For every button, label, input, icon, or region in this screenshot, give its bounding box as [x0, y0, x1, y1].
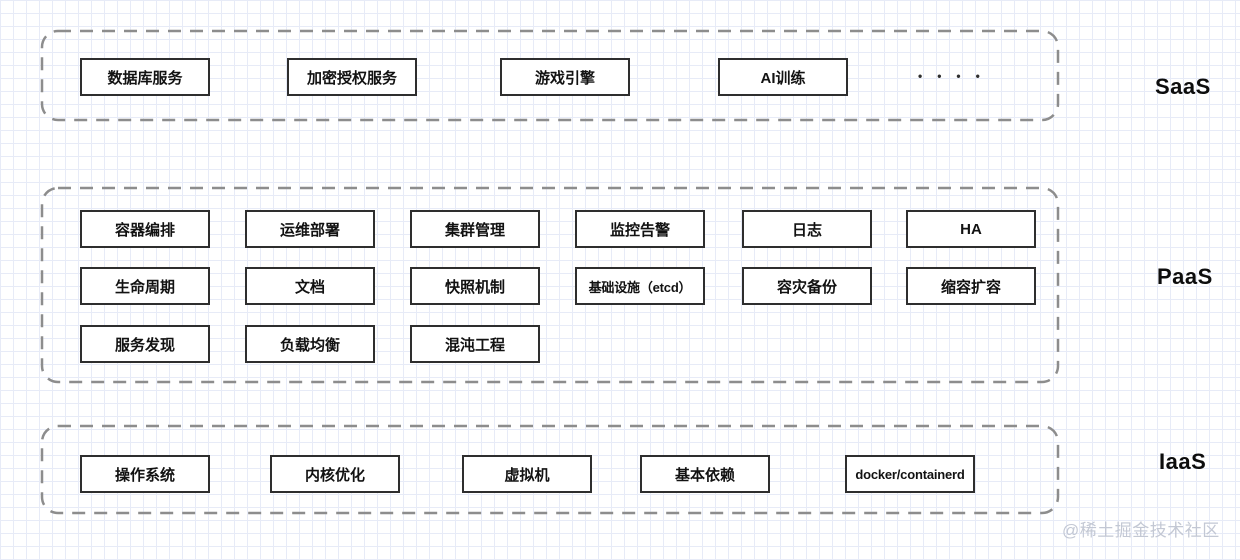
ellipsis-dots: •••• [918, 69, 995, 83]
node-box: 日志 [742, 210, 872, 248]
paas-dashed-border [40, 186, 1060, 384]
node-box: 生命周期 [80, 267, 210, 305]
node-box: 文档 [245, 267, 375, 305]
node-box: 集群管理 [410, 210, 540, 248]
node-box: 游戏引擎 [500, 58, 630, 96]
node-box: 服务发现 [80, 325, 210, 363]
node-box: 容器编排 [80, 210, 210, 248]
watermark-text: @稀土掘金技术社区 [1062, 521, 1220, 540]
node-box: HA [906, 210, 1036, 248]
node-box: AI训练 [718, 58, 848, 96]
node-box: 基本依赖 [640, 455, 770, 493]
node-box: 快照机制 [410, 267, 540, 305]
paas-layer-container: 容器编排 运维部署 集群管理 监控告警 日志 HA 生命周期 文档 快照机制 基… [40, 186, 1060, 384]
layer-label-iaas: IaaS [1159, 449, 1207, 474]
node-box: 内核优化 [270, 455, 400, 493]
node-box: 容灾备份 [742, 267, 872, 305]
node-box: docker/containerd [845, 455, 975, 493]
node-box: 监控告警 [575, 210, 705, 248]
iaas-layer-container: 操作系统 内核优化 虚拟机 基本依赖 docker/containerd [40, 424, 1060, 515]
node-box: 加密授权服务 [287, 58, 417, 96]
node-box: 负载均衡 [245, 325, 375, 363]
saas-dashed-border [40, 29, 1060, 122]
node-box: 运维部署 [245, 210, 375, 248]
node-box: 虚拟机 [462, 455, 592, 493]
iaas-dashed-border [40, 424, 1060, 515]
node-box: 数据库服务 [80, 58, 210, 96]
node-box: 操作系统 [80, 455, 210, 493]
node-box: 混沌工程 [410, 325, 540, 363]
saas-layer-container: 数据库服务 加密授权服务 游戏引擎 AI训练 •••• [40, 29, 1060, 122]
layer-label-paas: PaaS [1157, 264, 1213, 289]
node-box: 缩容扩容 [906, 267, 1036, 305]
layer-label-saas: SaaS [1155, 74, 1211, 99]
node-box: 基础设施（etcd） [575, 267, 705, 305]
